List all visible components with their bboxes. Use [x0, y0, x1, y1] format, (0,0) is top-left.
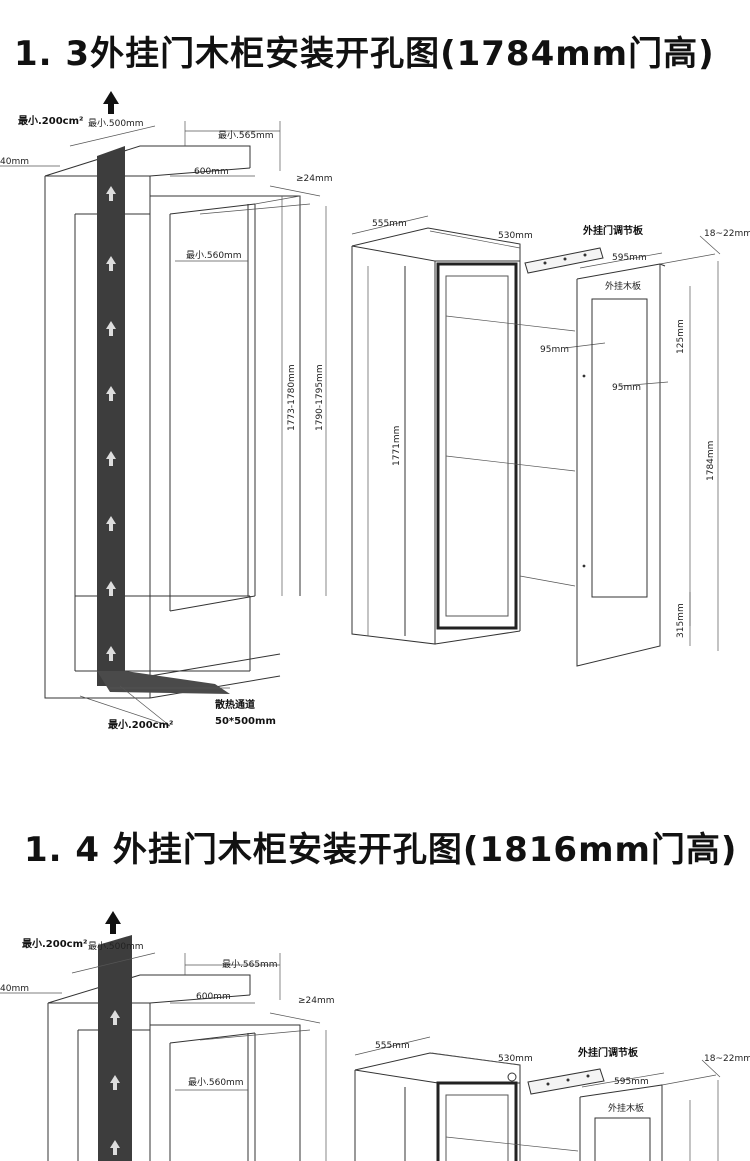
d555-label: 555mm	[372, 219, 407, 229]
adjust-plate-label: 外挂门调节板	[582, 224, 644, 237]
d595-label: 595mm	[612, 253, 647, 263]
cabinet-cutout-drawing-2	[0, 911, 327, 1161]
ge24-label: ≥24mm	[296, 174, 333, 184]
d95b-label: 95mm	[612, 383, 641, 393]
d125-label: 125mm	[676, 319, 686, 354]
min-560-label-2: 最小.560mm	[188, 1077, 244, 1088]
wine-cooler-drawing-2	[354, 1036, 579, 1161]
wood-panel-label-2: 外挂木板	[608, 1102, 644, 1114]
section2-title: 1. 4 外挂门木柜安装开孔图(1816mm门高)	[24, 830, 738, 870]
installation-diagram-1816: 最小.200cm² 最小.500mm 最小.565mm 40mm 600mm ≥…	[0, 911, 750, 1161]
w600-label-2: 600mm	[196, 992, 231, 1002]
vent-channel-label: 散热通道	[215, 698, 255, 711]
d40-label-2: 40mm	[0, 984, 29, 994]
adjust-plate-drawing	[524, 247, 604, 274]
gap-label: 18~22mm	[704, 229, 750, 239]
h1784-label: 1784mm	[706, 441, 716, 481]
min-area-top-label: 最小.200cm²	[18, 114, 83, 127]
wood-door-panel-drawing-2	[579, 1059, 721, 1161]
h1773-label: 1773-1780mm	[287, 364, 297, 431]
min-500-label: 最小.500mm	[88, 118, 144, 129]
min-565-label-2: 最小.565mm	[222, 959, 278, 970]
d40-label: 40mm	[0, 157, 29, 167]
section1-title: 1. 3外挂门木柜安装开孔图(1784mm门高)	[14, 34, 715, 74]
min-area-bottom-label: 最小.200cm²	[108, 718, 173, 731]
d530-label-2: 530mm	[498, 1054, 533, 1064]
wine-cooler-drawing	[351, 215, 606, 645]
d595-label-2: 595mm	[614, 1077, 649, 1087]
installation-diagram-1784: 最小.200cm² 最小.500mm 最小.565mm 40mm 600mm ≥…	[0, 91, 750, 731]
exhaust-arrow-icon	[103, 91, 119, 104]
wood-door-panel-drawing	[576, 235, 721, 667]
min-area-top-label-2: 最小.200cm²	[22, 937, 87, 950]
adjust-plate-label-2: 外挂门调节板	[577, 1046, 639, 1059]
min-560-label: 最小.560mm	[186, 250, 242, 261]
cabinet-cutout-drawing	[0, 91, 327, 727]
h1790-label: 1790-1795mm	[315, 364, 325, 431]
adjust-plate-drawing-2	[527, 1068, 605, 1095]
min-500-label-2: 最小.500mm	[88, 941, 144, 952]
ge24-label-2: ≥24mm	[298, 996, 335, 1006]
d530-label: 530mm	[498, 231, 533, 241]
h1771-label: 1771mm	[392, 426, 402, 466]
vent-size-label: 50*500mm	[215, 716, 276, 727]
exhaust-arrow-icon-2	[105, 911, 121, 924]
d555-label-2: 555mm	[375, 1041, 410, 1051]
gap-label-2: 18~22mm	[704, 1054, 750, 1064]
d315-label: 315mm	[676, 603, 686, 638]
d95a-label: 95mm	[540, 345, 569, 355]
min-565-label: 最小.565mm	[218, 130, 274, 141]
w600-label: 600mm	[194, 167, 229, 177]
wood-panel-label: 外挂木板	[605, 280, 641, 292]
